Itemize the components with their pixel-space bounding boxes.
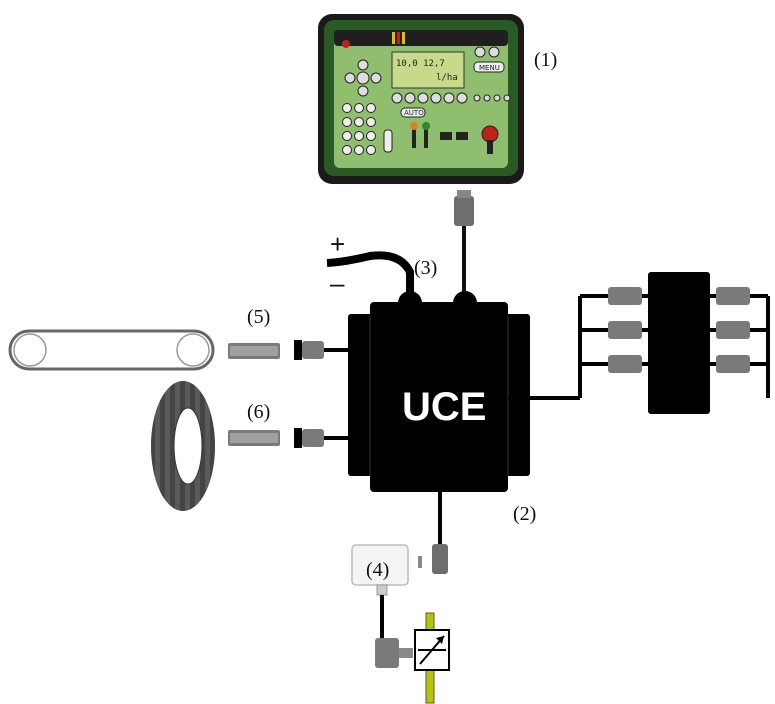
lcd-line2: l/ha — [436, 73, 458, 83]
main-switch-lever — [487, 140, 493, 154]
uce-label: UCE — [402, 385, 486, 429]
console-soft-keys[interactable] — [391, 92, 468, 104]
boom-section-switches[interactable] — [410, 122, 468, 148]
auto-key-label: AUTO — [404, 109, 424, 117]
label-belt-sensor: (5) — [247, 306, 270, 328]
console-right-leds — [473, 94, 511, 102]
label-console: (1) — [534, 49, 557, 71]
uce-unit — [348, 291, 530, 492]
flow-regulator — [375, 612, 450, 704]
auto-key[interactable] — [400, 107, 426, 118]
wheel — [151, 381, 215, 511]
console-lcd — [391, 51, 465, 89]
uce-console-gland — [453, 291, 477, 315]
console-top-right-buttons[interactable]: MENU — [473, 46, 505, 73]
power-plus: + — [330, 229, 345, 259]
label-junction-box: (4) — [366, 559, 389, 581]
menu-key-label: MENU — [479, 64, 500, 72]
uce-body — [370, 302, 508, 492]
wheel-speed-sensor — [228, 428, 348, 448]
label-uce-output: (2) — [513, 503, 536, 525]
control-console: 10,0 12,7 l/ha MENU — [318, 14, 524, 184]
console-dpad[interactable] — [344, 59, 382, 97]
console-keypad[interactable] — [342, 103, 393, 155]
power-cable — [326, 251, 414, 300]
junction-box — [351, 544, 422, 640]
label-power-cable: (3) — [414, 257, 437, 279]
main-switch[interactable] — [481, 125, 499, 143]
uce-power-gland — [398, 291, 422, 315]
brand-bars — [392, 32, 405, 44]
section-valve-block — [508, 272, 770, 414]
belt-icon — [8, 329, 215, 371]
power-minus: – — [330, 268, 345, 298]
belt-speed-sensor — [228, 340, 348, 360]
belt-conveyor — [8, 329, 215, 371]
console-top-strip — [334, 30, 508, 46]
label-wheel-sensor: (6) — [247, 401, 270, 423]
power-indicator-icon — [342, 40, 350, 48]
lcd-line1: 10,0 12,7 — [396, 59, 445, 69]
console-cable — [454, 190, 474, 298]
uce-output-connector — [432, 544, 448, 574]
valve-manifold — [648, 272, 710, 414]
